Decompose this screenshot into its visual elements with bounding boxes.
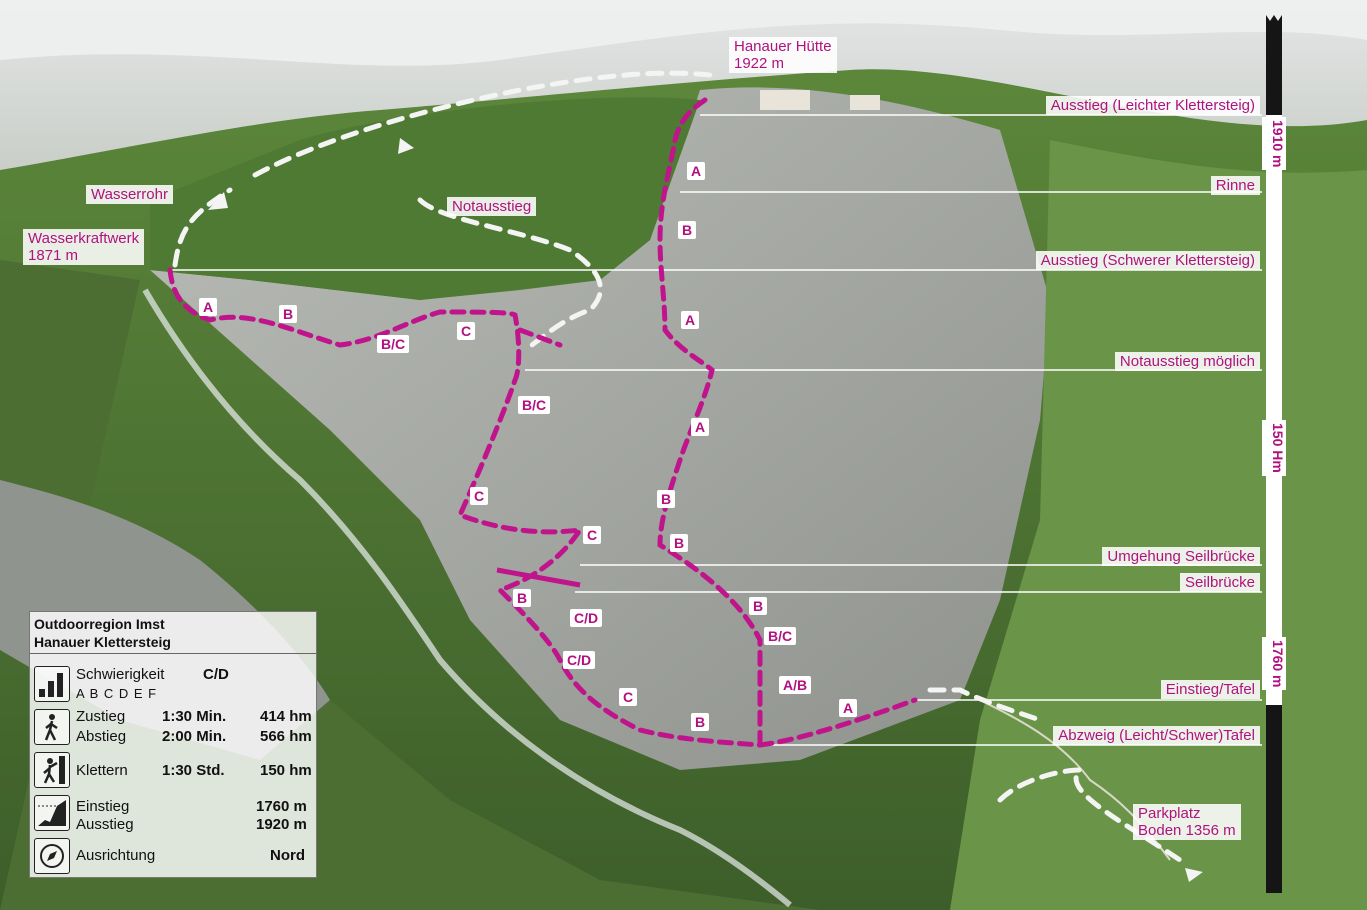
marker-einstieg-tafel: Einstieg/Tafel [1160,680,1260,699]
marker-abzweig-tafel: Abzweig (Leicht/Schwer)Tafel [1053,726,1260,745]
ausrichtung-value: Nord [270,847,305,864]
scale-top-label: 1910 m [1262,117,1286,171]
pitch-label: C [583,526,602,544]
abstieg-time: 2:00 Min. [162,728,227,745]
info-row-klettern: Klettern 1:30 Std. 150 hm [30,750,316,790]
label-wasserrohr: Wasserrohr [86,185,173,204]
pitch-label: A/B [779,676,812,694]
einstieg-value: 1760 m [256,798,307,815]
pitch-label: A [687,162,706,180]
marker-rinne: Rinne [1210,176,1260,195]
pitch-label: C [470,487,489,505]
zustieg-hm: 414 hm [260,708,312,725]
pitch-label: B [691,713,710,731]
label-hanauer-huette: Hanauer Hütte 1922 m [729,37,837,73]
route-info-box: Outdoorregion Imst Hanauer Klettersteig … [29,611,317,878]
pitch-label: B/C [764,627,797,645]
info-row-einstieg: Einstieg 1760 m Ausstieg 1920 m [30,792,316,834]
pitch-label: A [681,311,700,329]
climber-icon [34,752,70,788]
pitch-label: B [279,305,298,323]
info-title-region: Outdoorregion Imst [34,616,165,632]
klettern-label: Klettern [76,762,128,779]
pitch-label: B [678,221,697,239]
label-wasserkraftwerk: Wasserkraftwerk 1871 m [23,229,145,265]
klettern-time: 1:30 Std. [162,762,225,779]
pitch-label: A [691,418,710,436]
ausstieg-label: Ausstieg [76,816,134,833]
pitch-label: A [199,298,218,316]
altitude-profile-icon [34,795,70,831]
pitch-label: B [670,534,689,552]
label-notausstieg: Notausstieg [447,197,537,216]
abstieg-label: Abstieg [76,728,127,745]
pitch-label: C/D [563,651,596,669]
compass-icon [34,838,70,874]
marker-notausstieg-moeglich: Notausstieg möglich [1114,352,1260,371]
pitch-label: B [657,490,676,508]
info-title-route: Hanauer Klettersteig [34,634,171,650]
ausstieg-value: 1920 m [256,816,307,833]
scale-bottom-label: 1760 m [1262,637,1286,691]
marker-ausstieg-leicht: Ausstieg (Leichter Klettersteig) [1045,96,1260,115]
pitch-label: C/D [570,609,603,627]
info-title: Outdoorregion Imst Hanauer Klettersteig [30,612,316,654]
einstieg-label: Einstieg [76,798,130,815]
pitch-label: B/C [377,335,410,353]
pitch-label: C [457,322,476,340]
zustieg-label: Zustieg [76,708,126,725]
difficulty-bars-icon [34,666,70,702]
abstieg-hm: 566 hm [260,728,312,745]
schwierigkeit-label: Schwierigkeit [76,666,165,683]
info-row-zustieg: Zustieg 1:30 Min. 414 hm Abstieg 2:00 Mi… [30,706,316,748]
marker-seilbruecke: Seilbrücke [1179,573,1260,592]
grade-scale: A B C D E F [76,686,158,701]
pitch-label: B [513,589,532,607]
hiker-icon [34,709,70,745]
pitch-label: A [839,699,858,717]
pitch-label: B/C [518,396,551,414]
marker-umgehung-seilbruecke: Umgehung Seilbrücke [1102,547,1260,566]
pitch-label: B [749,597,768,615]
schwierigkeit-value: C/D [203,666,229,683]
pitch-label: C [619,688,638,706]
info-row-ausrichtung: Ausrichtung Nord [30,836,316,876]
zustieg-time: 1:30 Min. [162,708,227,725]
label-parkplatz: Parkplatz Boden 1356 m [1133,804,1241,840]
marker-ausstieg-schwer: Ausstieg (Schwerer Klettersteig) [1035,251,1260,270]
klettern-hm: 150 hm [260,762,312,779]
info-row-schwierigkeit: Schwierigkeit C/D A B C D E F [30,662,316,704]
scale-middle-label: 150 Hm [1262,420,1286,476]
ausrichtung-label: Ausrichtung [76,847,156,864]
